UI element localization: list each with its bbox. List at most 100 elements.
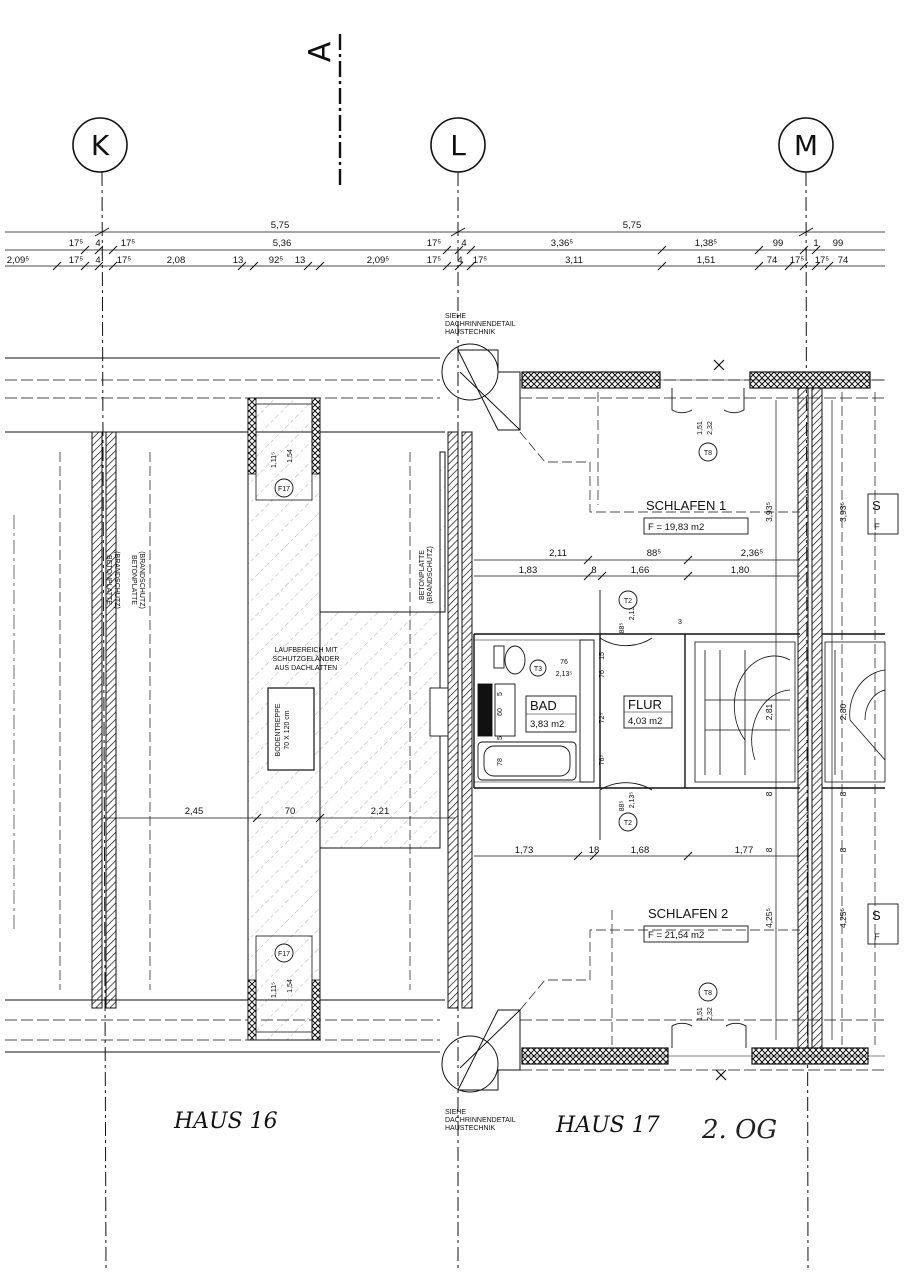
dim-bath-14: 3 xyxy=(678,619,682,626)
note-walkway-line2: SCHUTZGELÄNDER xyxy=(273,655,340,663)
dim-r3-14: 74 xyxy=(767,255,778,266)
room-schlafen-2: SCHLAFEN 2 F = 21,54 m2 xyxy=(643,906,749,943)
dim-r2-9: 1 xyxy=(813,238,818,249)
gutter-top-line2: DACHRINNENDETAIL xyxy=(445,321,516,328)
room-name-flur: FLUR xyxy=(628,697,662,712)
room-name-neighbor-lower: S xyxy=(872,908,881,923)
axis-k-line xyxy=(101,171,107,1271)
section-marker: A xyxy=(303,34,342,186)
dim-r3-4: 2,08 xyxy=(167,255,186,266)
top-dimension-chains: 5,75 5,75 17⁵ 4 17⁵ 5,36 17⁵ 4 3,36⁵ 1,3… xyxy=(5,220,885,271)
dim-bath-10: 88⁵ xyxy=(619,623,626,634)
room-name-bad: BAD xyxy=(530,698,557,713)
room-area-neighbor-lower: F xyxy=(874,932,880,943)
axis-l-label: L xyxy=(450,129,466,162)
dim-bath-0: 76 xyxy=(560,659,568,666)
note-slab2-line1: BETONPLATTE xyxy=(130,555,137,605)
dim-r2-8: 99 xyxy=(773,238,784,249)
dim-r2-0: 17⁵ xyxy=(69,238,84,249)
room-name-neighbor-upper: S xyxy=(872,498,881,513)
tag-f17-bottom: F17 xyxy=(278,951,290,958)
tag-t2-bottom: T2 xyxy=(624,820,632,827)
note-attic-stair-line1: BODENTREPPE xyxy=(275,703,282,756)
note-slab3-line2: (BRANDSCHUTZ) xyxy=(427,546,434,604)
room-name-schlafen-2: SCHLAFEN 2 xyxy=(648,906,728,921)
dim-up2-3: 1,80 xyxy=(731,565,750,576)
dim-r3-3: 17⁵ xyxy=(117,255,132,266)
staircase-haus17 xyxy=(694,641,796,783)
gutter-top-line1: SIEHE xyxy=(445,313,466,320)
gutter-bottom-line2: DACHRINNENDETAIL xyxy=(445,1117,516,1124)
dim-up2-1: 8 xyxy=(591,565,596,576)
haus17-plan: 2,11 88⁵ 2,36⁵ 1,83 8 1,66 1,80 1,73 18 … xyxy=(429,359,899,1081)
axis-m-label: M xyxy=(794,129,818,162)
gutter-top-line3: HAUSTECHNIK xyxy=(445,329,496,336)
room-area-schlafen-2: F = 21,54 m2 xyxy=(648,930,704,941)
dim-attic-2: 2,21 xyxy=(371,806,390,817)
dim-bath-8: 5 xyxy=(497,736,504,740)
dim-r2-1: 4 xyxy=(95,238,100,249)
label-floor: 2. OG xyxy=(701,1115,777,1145)
tag-t8-top: T8 xyxy=(704,450,712,457)
dim-vr-1: 2,80 xyxy=(838,703,848,720)
dim-low-0: 1,73 xyxy=(515,845,534,856)
dim-vl-2: 8 xyxy=(764,791,774,796)
dim-bath-12: 88⁵ xyxy=(619,801,626,812)
dim-bath-7: 5 xyxy=(497,692,504,696)
dim-bath-4: 72⁵ xyxy=(599,713,606,724)
room-neighbor-upper: S F xyxy=(867,493,899,535)
tag-f17-top: F17 xyxy=(278,486,290,493)
gutter-bottom-line3: HAUSTECHNIK xyxy=(445,1125,496,1132)
dim-r3-0: 2,09⁵ xyxy=(7,255,29,266)
dim-f17-top-b: 1,54 xyxy=(287,449,294,463)
dim-r3-12: 3,11 xyxy=(565,255,583,266)
room-area-neighbor-upper: F xyxy=(874,522,880,533)
note-slab1-line1: BETONPLATTE xyxy=(105,555,112,605)
dim-r2-4: 17⁵ xyxy=(427,238,442,249)
dim-bath-2: 15 xyxy=(599,652,606,660)
dim-r3-16: 17⁵ xyxy=(815,255,830,266)
dim-r3-15: 17⁵ xyxy=(790,255,805,266)
axis-k-bubble xyxy=(72,117,128,173)
dim-win-bottom-b: 2,32 xyxy=(707,1007,714,1021)
room-flur: FLUR 4,03 m2 xyxy=(623,695,673,729)
dim-up1-2: 2,36⁵ xyxy=(741,548,763,559)
dim-attic-1: 70 xyxy=(285,806,296,817)
dim-vl-1: 2,81 xyxy=(764,703,774,720)
dim-vl-3: 4,25⁵ xyxy=(764,908,774,928)
dim-r3-17: 74 xyxy=(838,255,849,266)
dim-bath-6: 60 xyxy=(497,708,504,716)
dim-vr-2: 8 xyxy=(838,791,848,796)
dim-r3-11: 17⁵ xyxy=(473,255,488,266)
dim-vl-4: 8 xyxy=(764,847,774,852)
dim-r3-6: 92⁵ xyxy=(269,255,284,266)
dim-r2-5: 4 xyxy=(461,238,466,249)
dim-low-3: 1,77 xyxy=(735,845,754,856)
dim-r3-9: 17⁵ xyxy=(427,255,442,266)
label-haus16: HAUS 16 xyxy=(173,1109,278,1134)
dim-r3-1: 17⁵ xyxy=(69,255,84,266)
tag-t2-top: T2 xyxy=(624,598,632,605)
dim-vl-0: 3,93⁵ xyxy=(764,502,774,522)
room-bad: BAD 3,83 m2 xyxy=(525,695,577,733)
room-schlafen-1: SCHLAFEN 1 F = 19,83 m2 xyxy=(643,498,749,535)
dim-r3-2: 4 xyxy=(95,255,100,266)
dim-bath-9: 78 xyxy=(497,758,504,766)
note-walkway-line1: LAUFBEREICH MIT xyxy=(274,647,338,654)
dim-r3-10: 4 xyxy=(457,255,462,266)
note-walkway-line3: AUS DACHLATTEN xyxy=(275,665,338,672)
room-area-flur: 4,03 m2 xyxy=(628,716,662,727)
axis-m-line xyxy=(805,171,809,1271)
dim-win-bottom-a: 1,51 xyxy=(697,1007,704,1021)
dim-r3-7: 13 xyxy=(295,255,306,266)
dim-bath-13: 2,13⁵ xyxy=(629,792,636,809)
gutter-detail-callouts: SIEHE DACHRINNENDETAIL HAUSTECHNIK SIEHE… xyxy=(441,313,521,1132)
tag-t3: T3 xyxy=(534,666,542,673)
dim-up1-0: 2,11 xyxy=(549,548,567,559)
note-slab1-line2: (BRANDSCHUTZ) xyxy=(113,551,120,609)
room-area-bad: 3,83 m2 xyxy=(530,719,564,730)
gutter-bottom-line1: SIEHE xyxy=(445,1109,466,1116)
dim-win-top-b: 2,32 xyxy=(707,421,714,435)
dim-r2-3: 5,36 xyxy=(273,238,292,249)
dim-r2-10: 99 xyxy=(833,238,844,249)
